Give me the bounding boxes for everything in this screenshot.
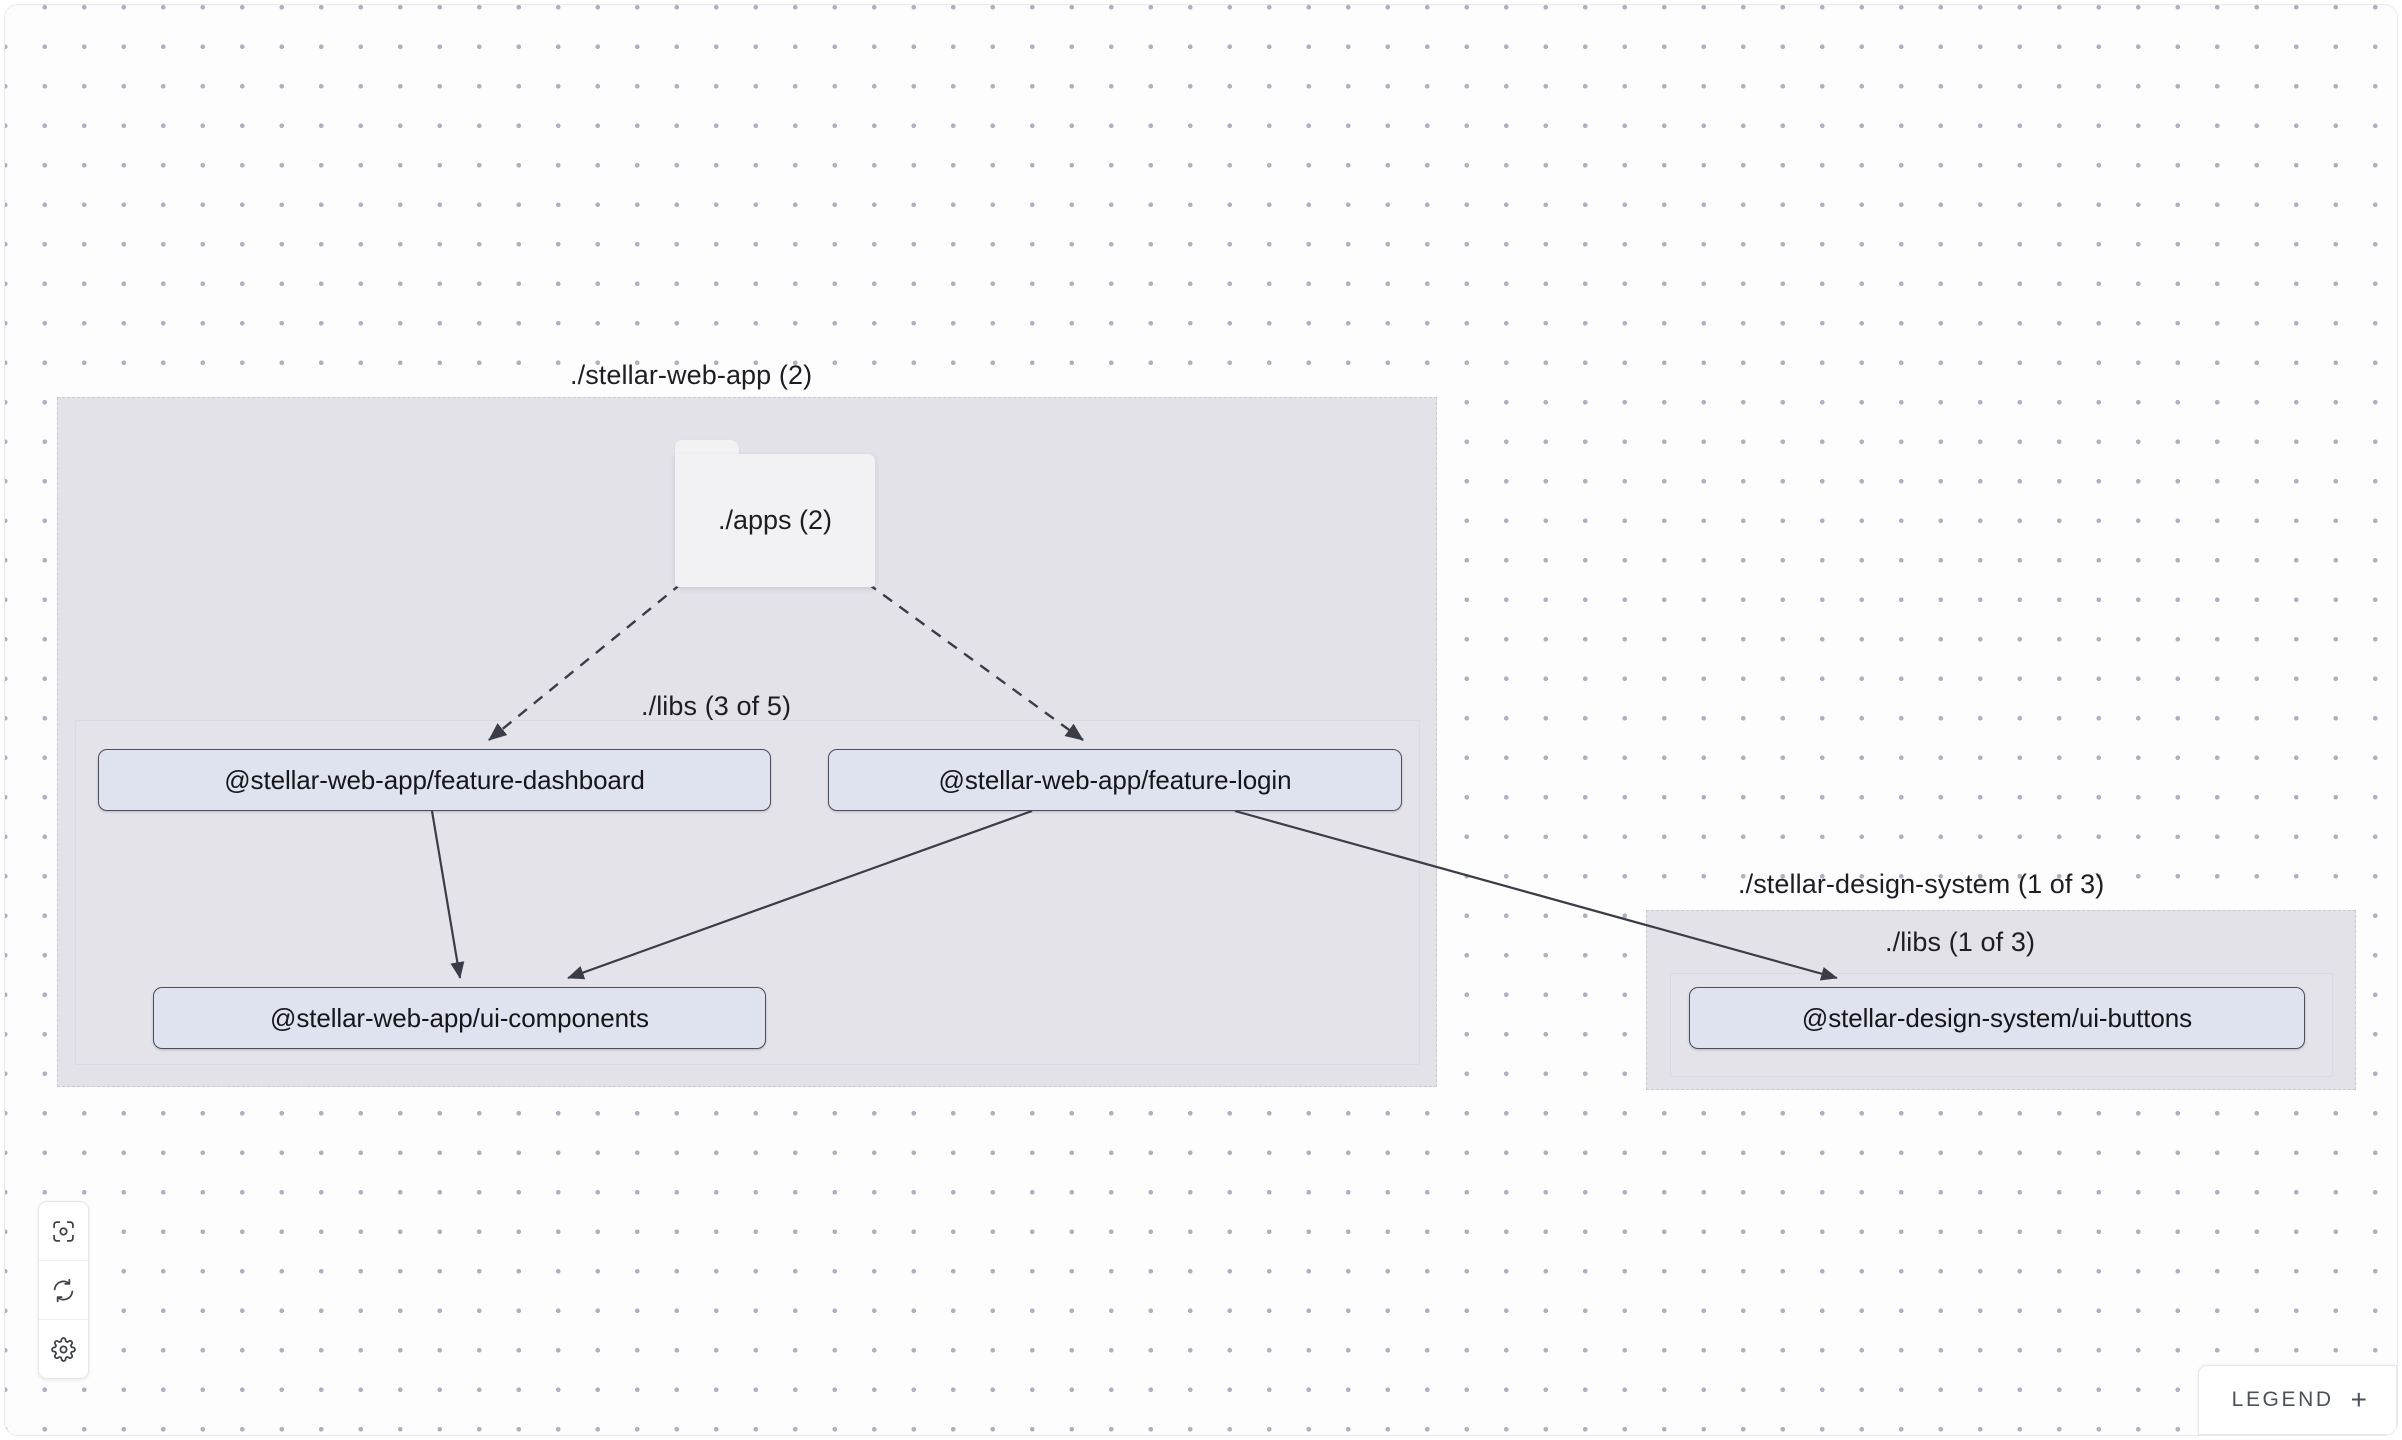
- graph-controls: [38, 1201, 89, 1379]
- legend-label: LEGEND: [2231, 1388, 2334, 1411]
- group-title-stellar-web-app: ./stellar-web-app (2): [570, 360, 813, 390]
- lib-node-label: @stellar-design-system/ui-buttons: [1801, 1002, 2193, 1033]
- refresh-icon: [51, 1278, 76, 1303]
- settings-button[interactable]: [39, 1320, 88, 1378]
- focus-graph-button[interactable]: [39, 1202, 88, 1261]
- lib-node-label: @stellar-web-app/feature-login: [938, 764, 1292, 795]
- lib-node-label: @stellar-web-app/feature-dashboard: [224, 764, 645, 795]
- gear-icon: [51, 1336, 76, 1362]
- group-title-stellar-design-system: ./stellar-design-system (1 of 3): [1738, 869, 2105, 899]
- folder-node-apps[interactable]: ./apps (2): [675, 440, 875, 587]
- legend-expand-icon[interactable]: +: [2350, 1384, 2367, 1415]
- group-title-stellar-web-app-libs: ./libs (3 of 5): [641, 691, 792, 721]
- folder-node-label: ./apps (2): [717, 505, 833, 535]
- legend-panel[interactable]: LEGEND +: [2197, 1365, 2397, 1435]
- folder-body: ./apps (2): [675, 454, 875, 587]
- lib-node-feature-login[interactable]: @stellar-web-app/feature-login: [828, 749, 1402, 811]
- lib-node-feature-dashboard[interactable]: @stellar-web-app/feature-dashboard: [98, 749, 771, 811]
- lib-node-ui-components[interactable]: @stellar-web-app/ui-components: [153, 987, 766, 1049]
- lib-node-ui-buttons[interactable]: @stellar-design-system/ui-buttons: [1689, 987, 2305, 1049]
- group-title-stellar-design-system-libs: ./libs (1 of 3): [1885, 927, 2036, 957]
- graph-canvas[interactable]: ./stellar-web-app (2) ./libs (3 of 5) ./…: [4, 4, 2398, 1436]
- lib-node-label: @stellar-web-app/ui-components: [270, 1002, 649, 1033]
- group-stellar-design-system-libs[interactable]: [1670, 973, 2333, 1077]
- refresh-graph-button[interactable]: [39, 1261, 88, 1320]
- focus-target-icon: [51, 1219, 76, 1244]
